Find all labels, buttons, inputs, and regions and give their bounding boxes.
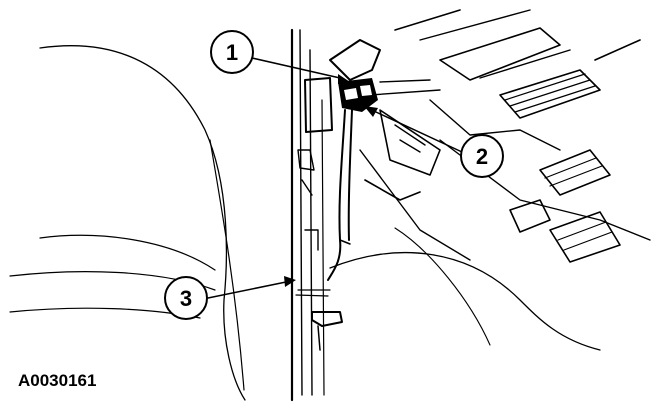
figure-id: A0030161 xyxy=(18,371,96,390)
console-assembly xyxy=(304,9,651,263)
callout-2-label: 2 xyxy=(476,144,488,169)
callout-1-label: 1 xyxy=(226,40,238,65)
callout-3: 3 xyxy=(164,276,208,320)
seat-outline xyxy=(9,45,246,401)
seatbelt-cable xyxy=(327,109,353,281)
pillar-trim xyxy=(290,28,331,402)
belt-anchor xyxy=(311,311,343,351)
callout-3-label: 3 xyxy=(180,286,192,311)
callout-2: 2 xyxy=(460,134,504,178)
callout-leaders xyxy=(207,57,463,299)
callout-1: 1 xyxy=(210,30,254,74)
floor-curve xyxy=(329,227,601,351)
